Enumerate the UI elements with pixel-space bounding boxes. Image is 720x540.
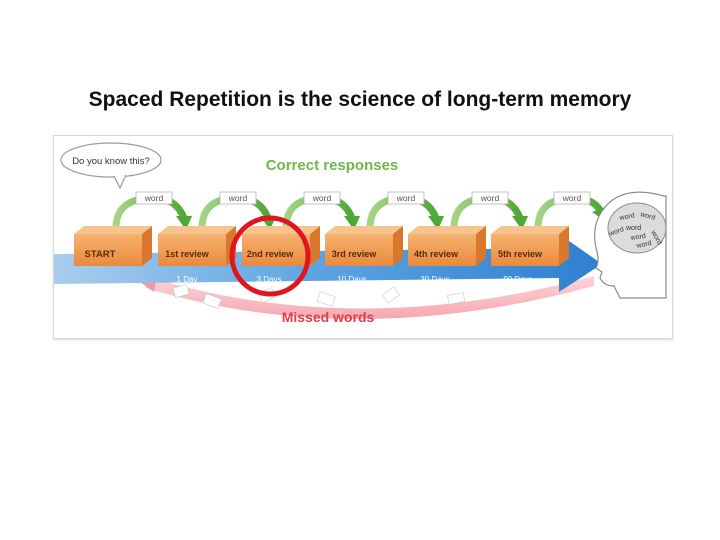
stage-box-1: 1st review	[158, 226, 236, 266]
svg-text:word: word	[635, 240, 652, 250]
svg-text:word: word	[312, 193, 332, 203]
svg-text:word: word	[562, 193, 582, 203]
interval-label-2: 3 Days	[257, 275, 282, 284]
svg-text:START: START	[85, 249, 116, 260]
missed-words-label: Missed words	[282, 309, 375, 325]
word-tag-2: word	[219, 191, 257, 205]
brain	[607, 202, 667, 254]
svg-text:1st review: 1st review	[165, 249, 210, 259]
word-tag-6: word	[553, 191, 591, 205]
word-tag-5: word	[471, 191, 509, 205]
svg-text:word: word	[625, 225, 641, 232]
svg-text:word: word	[618, 212, 635, 222]
interval-label-1: 1 Day	[177, 275, 198, 284]
word-tag-3: word	[303, 191, 341, 205]
svg-text:4th review: 4th review	[414, 249, 459, 259]
svg-text:3rd review: 3rd review	[332, 249, 378, 259]
word-tag-1: word	[135, 191, 173, 205]
missed-words-arc	[146, 276, 594, 320]
word-tag-4: word	[387, 191, 425, 205]
svg-text:2nd review: 2nd review	[247, 249, 295, 259]
spaced-repetition-diagram: Do you know this? Correct responses	[53, 135, 673, 339]
interval-label-3: 10 Days	[337, 275, 366, 284]
svg-text:word: word	[639, 211, 657, 222]
svg-text:word: word	[144, 193, 164, 203]
svg-text:word: word	[228, 193, 248, 203]
interval-label-4: 30 Days	[420, 275, 449, 284]
highlight-circle	[229, 215, 311, 297]
stage-box-start: START	[74, 226, 152, 266]
svg-text:word: word	[396, 193, 416, 203]
stage-box-3: 3rd review	[325, 226, 403, 266]
interval-label-5: 90 Days	[503, 275, 532, 284]
svg-text:word: word	[629, 233, 646, 242]
svg-text:5th review: 5th review	[498, 249, 543, 259]
question-bubble-text: Do you know this?	[72, 156, 150, 167]
stage-box-4: 4th review	[408, 226, 486, 266]
svg-text:word: word	[480, 193, 500, 203]
head-profile: word word word word word word word	[594, 191, 667, 299]
stage-box-5: 5th review	[491, 226, 569, 266]
slide-title: Spaced Repetition is the science of long…	[88, 88, 632, 111]
question-bubble: Do you know this?	[60, 142, 162, 190]
correct-responses-label: Correct responses	[266, 157, 399, 174]
